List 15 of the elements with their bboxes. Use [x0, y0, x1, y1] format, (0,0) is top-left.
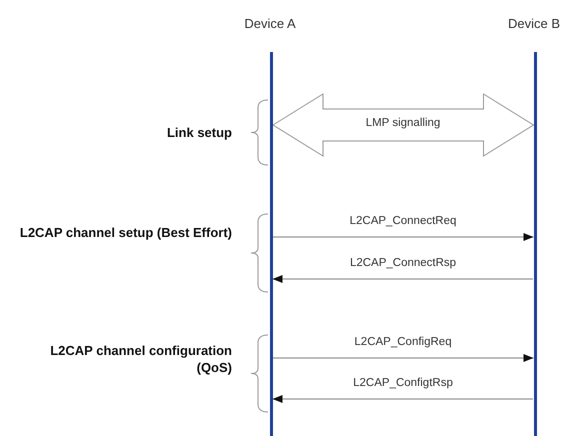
message-arrow: [273, 354, 534, 362]
phase-label: L2CAP channel setup (Best Effort): [18, 224, 232, 241]
phase-label: L2CAP channel configuration (QoS): [49, 342, 232, 376]
edge-label: L2CAP_ConfigReq: [353, 336, 453, 348]
edge-label: L2CAP_ConfigtRsp: [352, 377, 454, 389]
message-arrow: [272, 275, 533, 283]
phase-label: Link setup: [166, 124, 232, 141]
edge-label: L2CAP_ConnectRsp: [348, 257, 458, 269]
message-arrow: [273, 233, 534, 241]
edge-label: L2CAP_ConnectReq: [348, 215, 458, 227]
edge-label: LMP signalling: [364, 117, 442, 129]
double-arrow: [272, 93, 534, 157]
participant-label: Device A: [243, 16, 297, 31]
participant-label: Device B: [506, 16, 562, 31]
message-arrow: [272, 395, 533, 403]
